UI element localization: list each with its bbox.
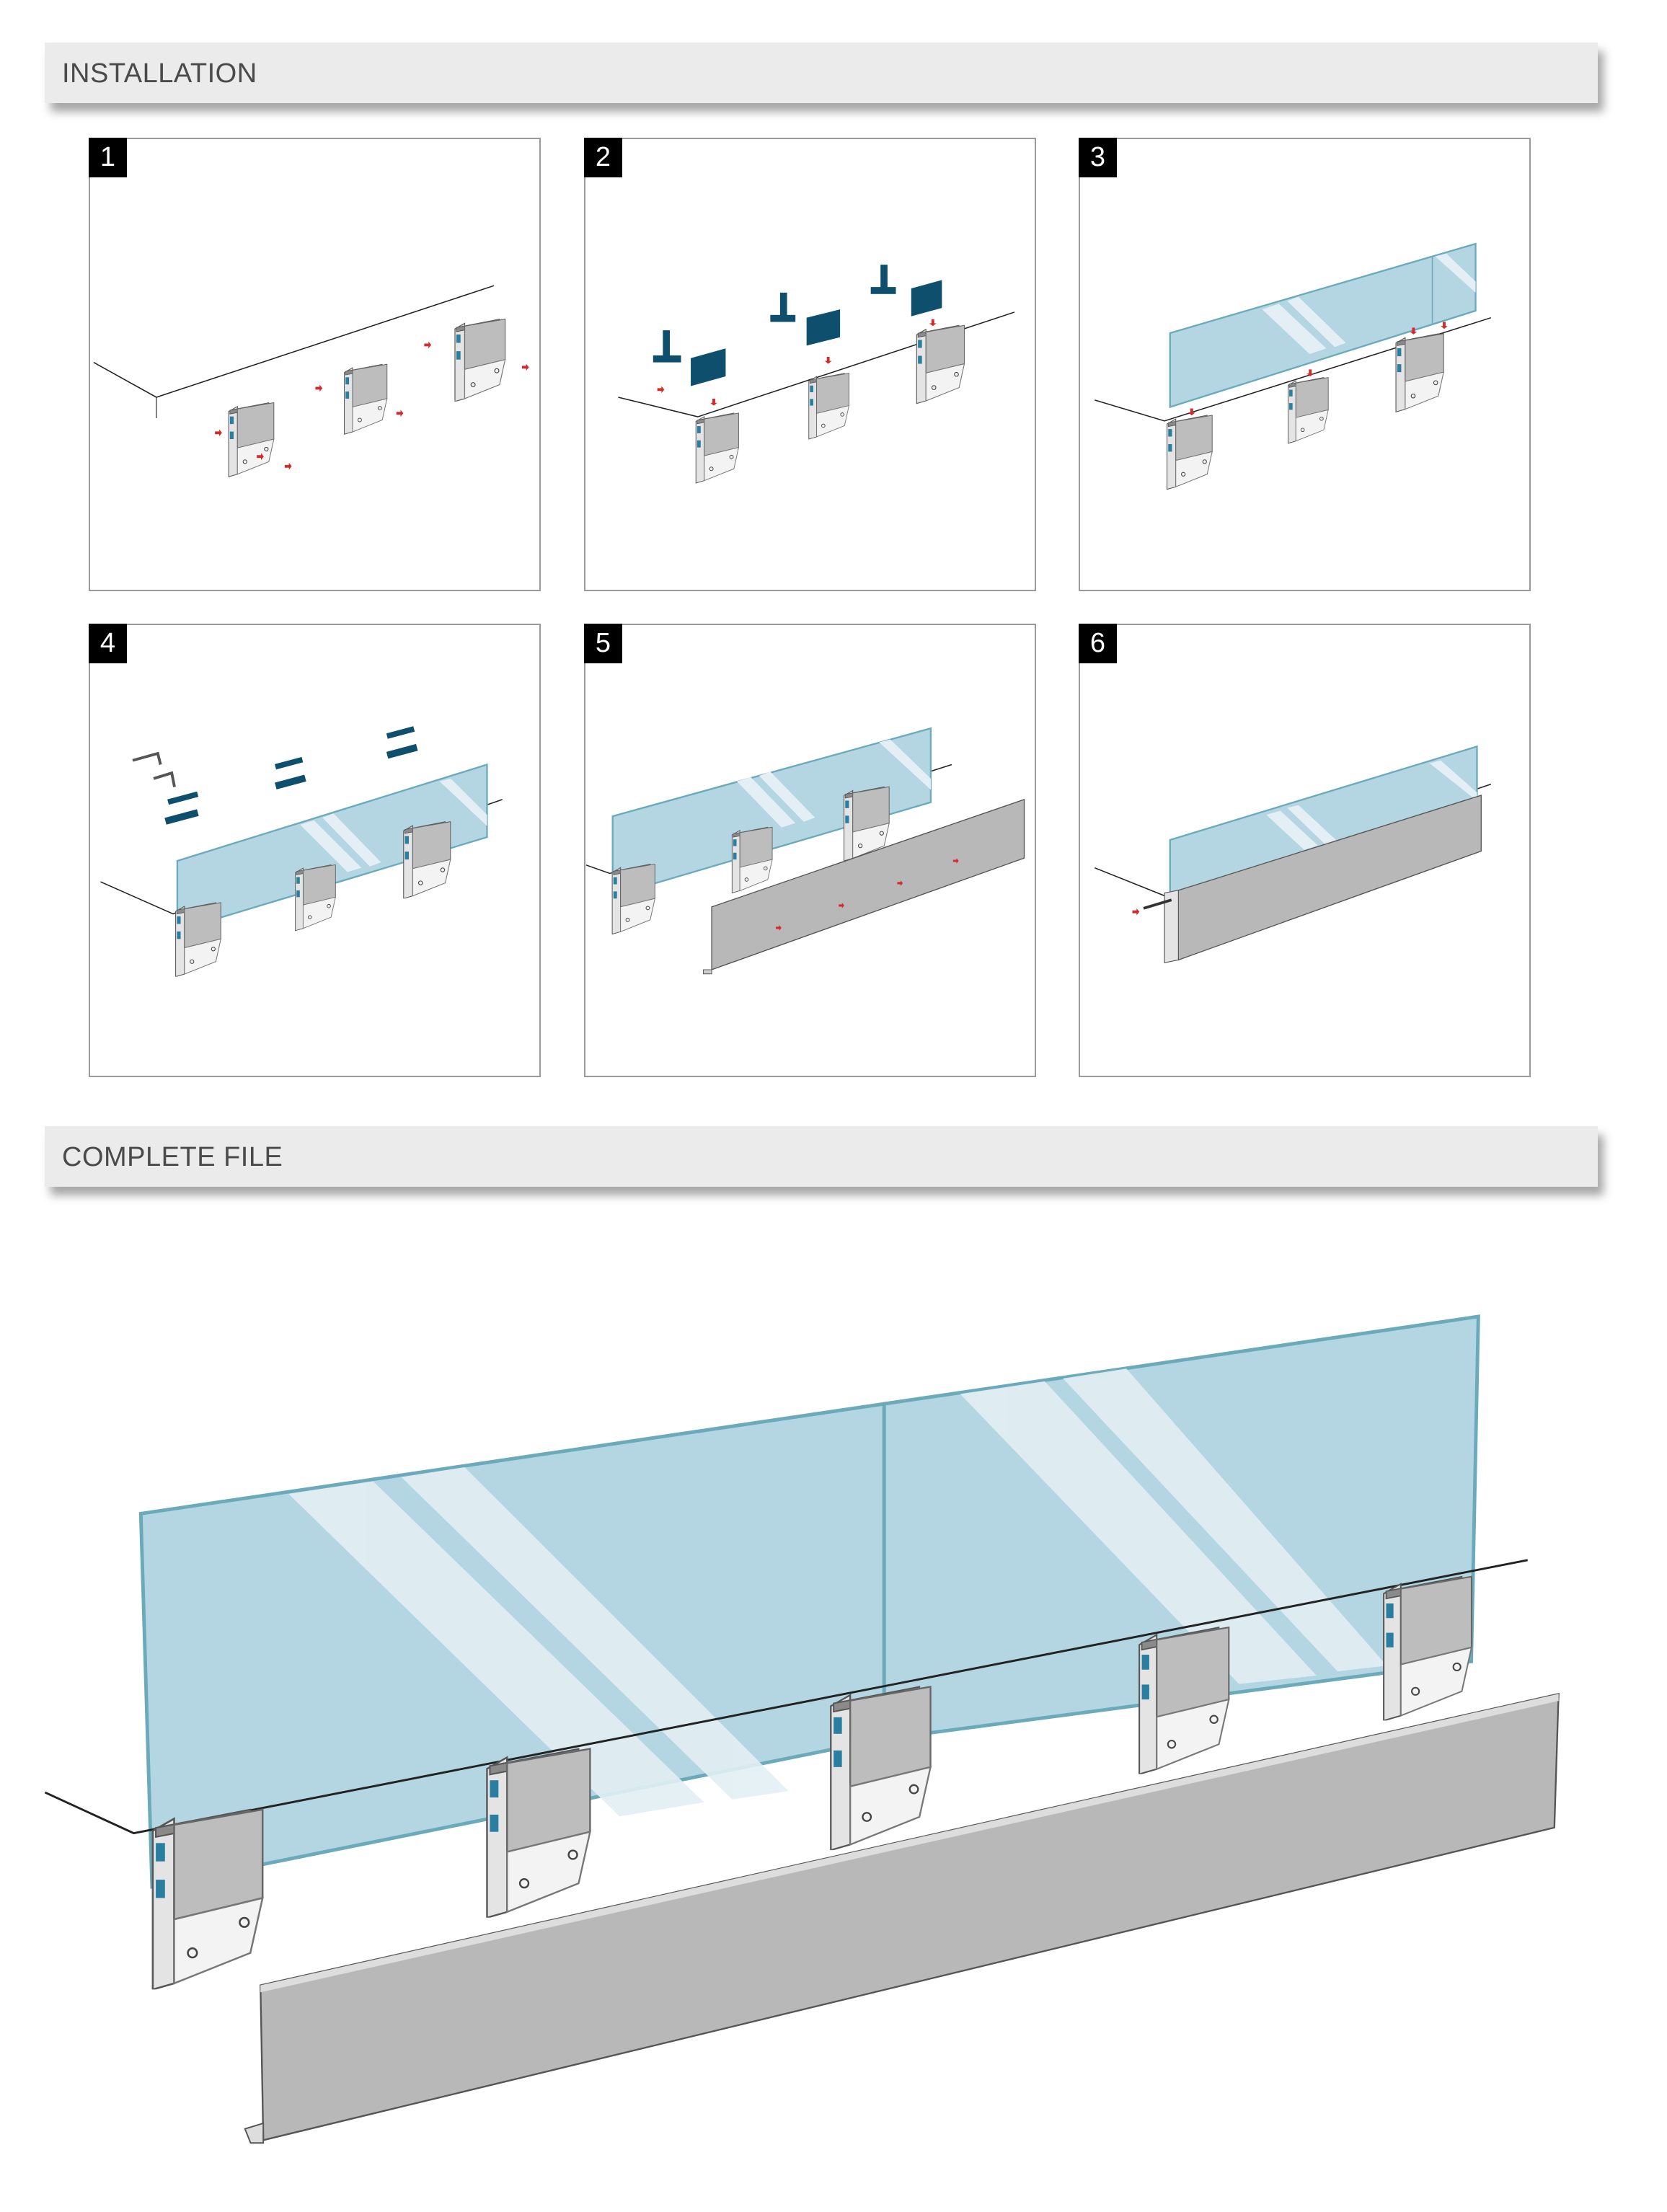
step-4-panel: 4 (89, 624, 541, 1077)
step-2-illustration (618, 265, 1015, 484)
step-number-badge: 6 (1079, 624, 1117, 663)
complete-file-header: COMPLETE FILE (45, 1126, 1598, 1187)
installation-title: INSTALLATION (62, 58, 257, 89)
step-4-illustration (100, 726, 503, 977)
step-1-panel: 1 (89, 138, 541, 591)
step-6-panel: 6 (1079, 624, 1531, 1077)
step-5-panel: 5 (584, 624, 1036, 1077)
step-3-illustration (1095, 242, 1492, 490)
step-5-illustration (585, 727, 1025, 975)
step-number-badge: 3 (1079, 138, 1117, 177)
step-number-badge: 5 (584, 624, 622, 663)
step-1-illustration (93, 285, 529, 478)
complete-assembly-illustration (44, 1314, 1560, 2144)
step-number-badge: 2 (584, 138, 622, 177)
complete-file-title: COMPLETE FILE (62, 1142, 283, 1172)
installation-header: INSTALLATION (45, 43, 1598, 103)
step-2-panel: 2 (584, 138, 1036, 591)
step-6-illustration (1094, 745, 1492, 963)
step-number-badge: 1 (89, 138, 127, 177)
step-3-panel: 3 (1079, 138, 1531, 591)
step-number-badge: 4 (89, 624, 127, 663)
